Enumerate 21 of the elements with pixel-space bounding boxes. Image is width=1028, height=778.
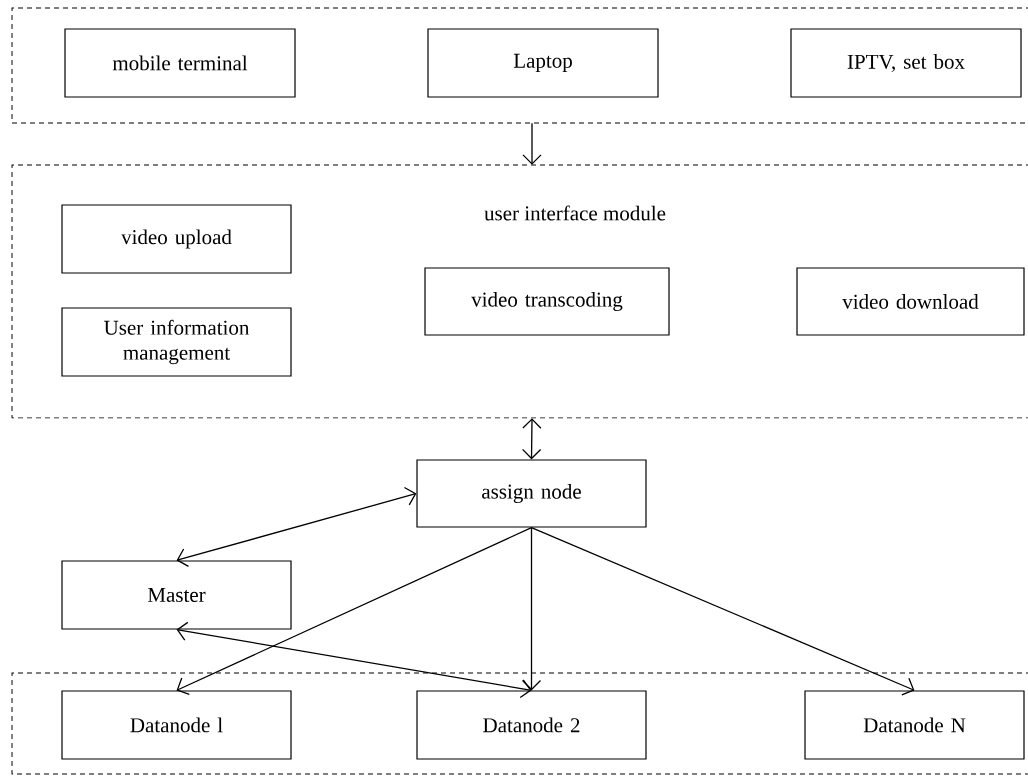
process-box: video download <box>796 267 1025 336</box>
arrow <box>176 621 532 699</box>
dashed-group-box <box>11 7 1028 124</box>
process-box: Master <box>61 560 292 630</box>
arrow <box>176 486 417 568</box>
process-box: video upload <box>61 204 292 274</box>
arrow <box>521 526 542 691</box>
arrow <box>176 526 533 696</box>
arrow <box>522 122 542 165</box>
dashed-group-box <box>11 672 1028 775</box>
process-box: User information management <box>61 307 292 377</box>
process-box: IPTV, set box <box>790 28 1022 98</box>
process-box: Laptop <box>427 28 659 98</box>
arrow <box>530 526 915 696</box>
process-box: assign node <box>416 459 647 528</box>
arrow <box>522 418 542 460</box>
process-box: video transcoding <box>424 267 670 336</box>
process-box: Datanode l <box>61 690 292 760</box>
process-box: Datanode 2 <box>416 690 647 760</box>
process-box: Datanode N <box>804 690 1025 760</box>
process-box: mobile terminal <box>64 28 296 98</box>
